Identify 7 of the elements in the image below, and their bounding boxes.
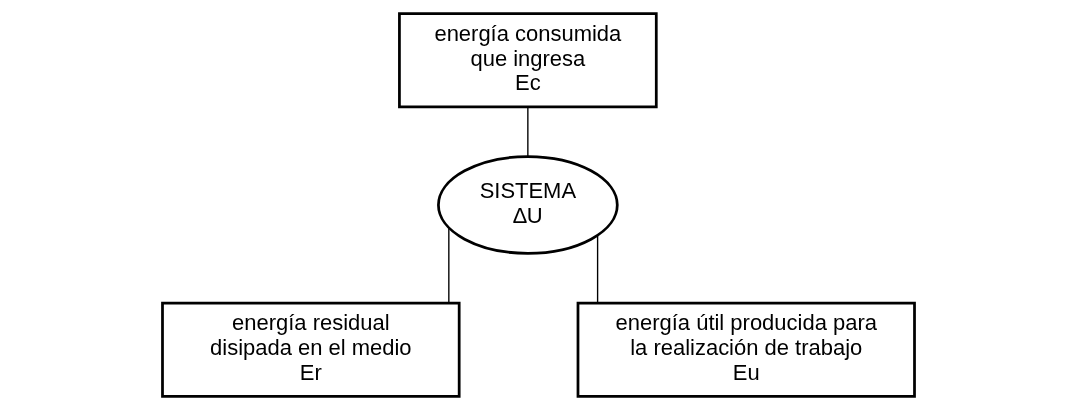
node-ellipse: SISTEMA ∆U [436, 155, 619, 255]
node-box: energía consumida que ingresa Ec [397, 12, 658, 109]
connector [447, 227, 450, 304]
connector [596, 235, 598, 304]
connector [526, 106, 529, 157]
node-box: energía residual disipada en el medio Er [160, 301, 461, 398]
node-box: energía útil producida para la realización de trabajo Eu [576, 301, 916, 398]
